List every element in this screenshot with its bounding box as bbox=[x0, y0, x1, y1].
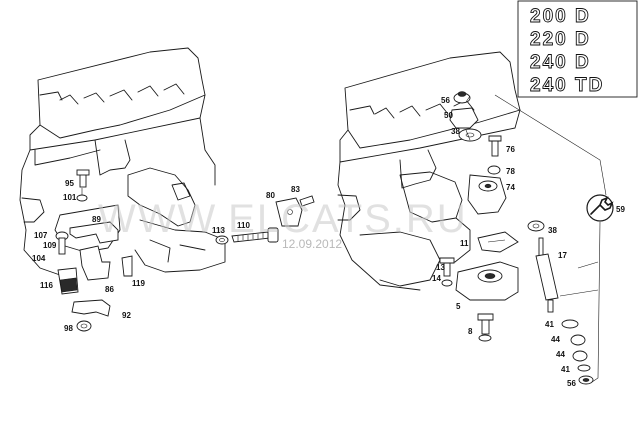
callout-113: 113 bbox=[212, 226, 225, 235]
callout-107: 107 bbox=[34, 231, 48, 240]
callout-83: 83 bbox=[291, 185, 300, 194]
callout-41-bottom: 41 bbox=[561, 365, 570, 374]
callout-104: 104 bbox=[32, 254, 46, 263]
callout-116: 116 bbox=[40, 281, 53, 290]
left-engine-block bbox=[19, 47, 226, 276]
callout-14: 14 bbox=[432, 274, 441, 283]
callout-74: 74 bbox=[506, 183, 515, 192]
callout-56-top: 56 bbox=[441, 96, 450, 105]
watermark-date: 12.09.2012 bbox=[282, 237, 342, 251]
callout-109: 109 bbox=[43, 241, 57, 250]
callout-89: 89 bbox=[92, 215, 101, 224]
left-fasteners bbox=[55, 169, 133, 332]
callout-8: 8 bbox=[468, 327, 473, 336]
variant-200d: 200 D bbox=[530, 6, 591, 27]
callout-38-top: 38 bbox=[451, 127, 460, 136]
callout-5: 5 bbox=[456, 302, 461, 311]
right-engine-block bbox=[337, 51, 521, 291]
shock-absorber bbox=[527, 220, 594, 385]
callout-labels: 95 101 107 109 104 89 116 86 119 98 92 1… bbox=[32, 96, 625, 388]
callout-76: 76 bbox=[506, 145, 515, 154]
callout-95: 95 bbox=[65, 179, 74, 188]
callout-41-top: 41 bbox=[545, 320, 554, 329]
callout-119: 119 bbox=[132, 279, 145, 288]
variant-220d: 220 D bbox=[530, 29, 591, 50]
callout-110: 110 bbox=[237, 221, 250, 230]
callout-98: 98 bbox=[64, 324, 73, 333]
assembly-lines bbox=[81, 94, 607, 383]
callout-11: 11 bbox=[460, 239, 469, 248]
callout-44-bottom: 44 bbox=[556, 350, 565, 359]
callout-78: 78 bbox=[506, 167, 515, 176]
wrench-icon bbox=[586, 194, 614, 222]
callout-56-bottom: 56 bbox=[567, 379, 576, 388]
callout-80: 80 bbox=[266, 191, 275, 200]
callout-86: 86 bbox=[105, 285, 114, 294]
model-variant-box: 200 D 220 D 240 D 240 TD bbox=[517, 0, 638, 98]
center-bolt-parts bbox=[215, 195, 315, 245]
watermark-text: WWW.ELCATS.RU bbox=[98, 197, 468, 241]
callout-101: 101 bbox=[63, 193, 77, 202]
right-engine-mount-parts bbox=[439, 91, 519, 342]
callout-17: 17 bbox=[558, 251, 567, 260]
variant-240td: 240 TD bbox=[530, 75, 604, 96]
variant-240d: 240 D bbox=[530, 52, 591, 73]
callout-92: 92 bbox=[122, 311, 131, 320]
callout-59: 59 bbox=[616, 205, 625, 214]
callout-13: 13 bbox=[436, 263, 445, 272]
callout-50: 50 bbox=[444, 111, 453, 120]
callout-38-right: 38 bbox=[548, 226, 557, 235]
callout-44-top: 44 bbox=[551, 335, 560, 344]
